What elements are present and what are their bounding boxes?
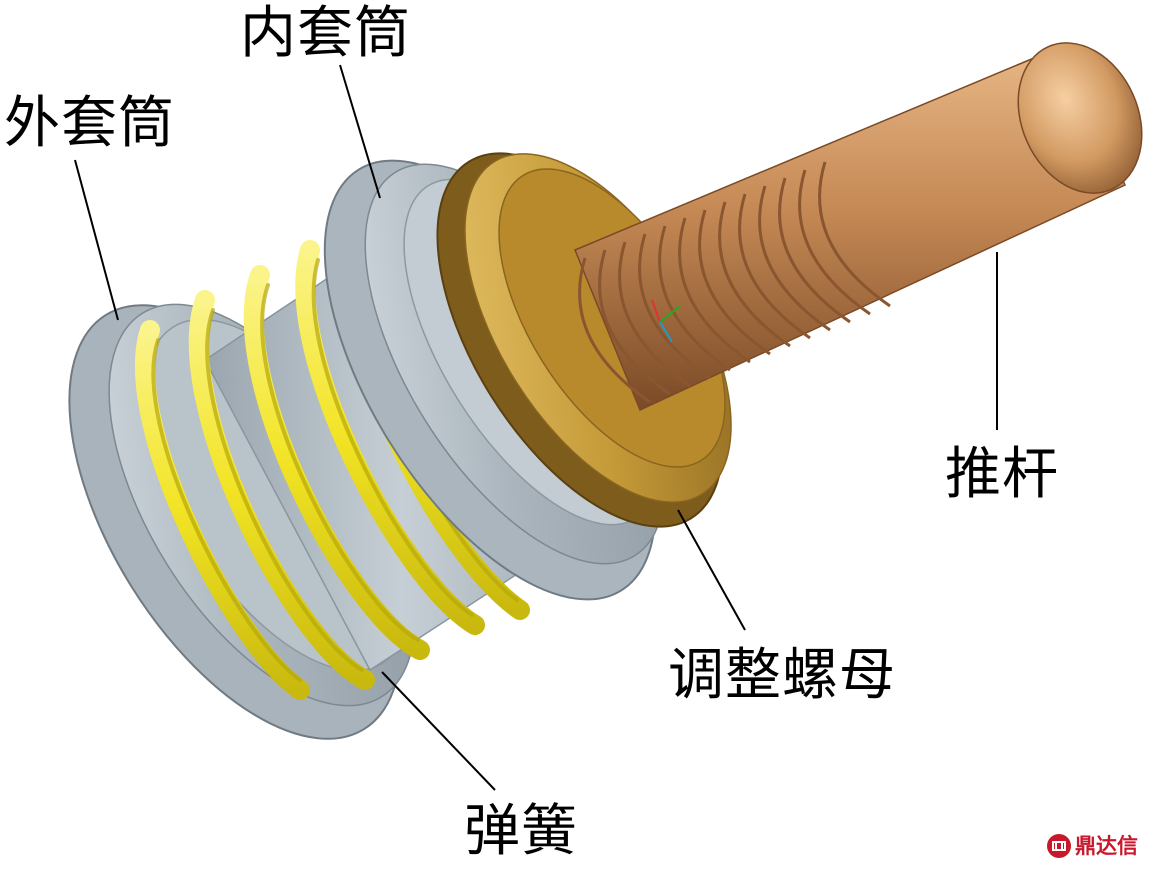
label-spring: 弹簧 (464, 799, 578, 864)
label-outer-sleeve: 外套筒 (4, 91, 175, 156)
leader-inner-sleeve (339, 64, 381, 199)
push-rod (574, 42, 1143, 412)
rod-threads (578, 161, 891, 404)
label-adjusting-nut: 调整螺母 (668, 643, 896, 708)
leader-adjusting-nut (677, 509, 746, 631)
leader-outer-sleeve (74, 159, 119, 321)
watermark-text: 鼎达信 (1075, 833, 1138, 858)
watermark-logo-icon (1047, 834, 1071, 858)
label-push-rod: 推杆 (945, 442, 1059, 507)
axis-triad-icon (651, 299, 681, 343)
watermark: 鼎达信 (1046, 833, 1138, 859)
label-inner-sleeve: 内套筒 (240, 1, 411, 66)
leader-spring (381, 671, 496, 791)
leader-lines (74, 64, 998, 791)
